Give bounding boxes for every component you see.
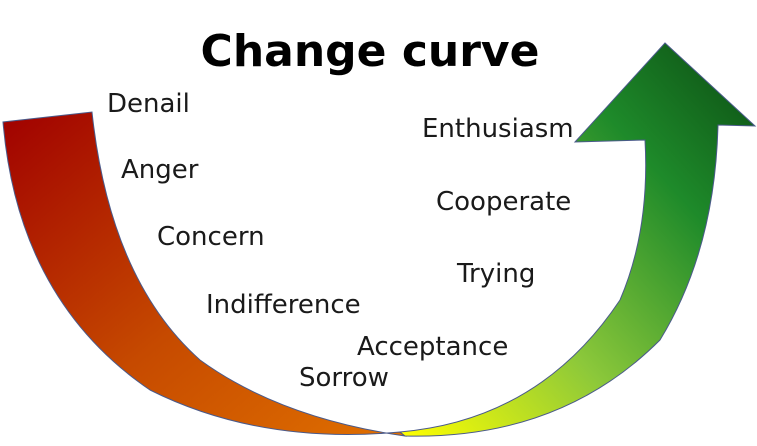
stage-label-enthusiasm: Enthusiasm xyxy=(422,114,574,144)
stage-label-acceptance: Acceptance xyxy=(357,332,508,362)
curve-right-segment xyxy=(398,42,757,437)
diagram-title: Change curve xyxy=(201,26,540,77)
stage-label-denail: Denail xyxy=(107,89,190,119)
stage-label-concern: Concern xyxy=(157,222,265,252)
stage-label-indifference: Indifference xyxy=(206,290,361,320)
stage-label-cooperate: Cooperate xyxy=(436,187,571,217)
stage-label-sorrow: Sorrow xyxy=(299,363,389,393)
stage-label-trying: Trying xyxy=(456,259,535,289)
stage-label-anger: Anger xyxy=(121,155,199,185)
